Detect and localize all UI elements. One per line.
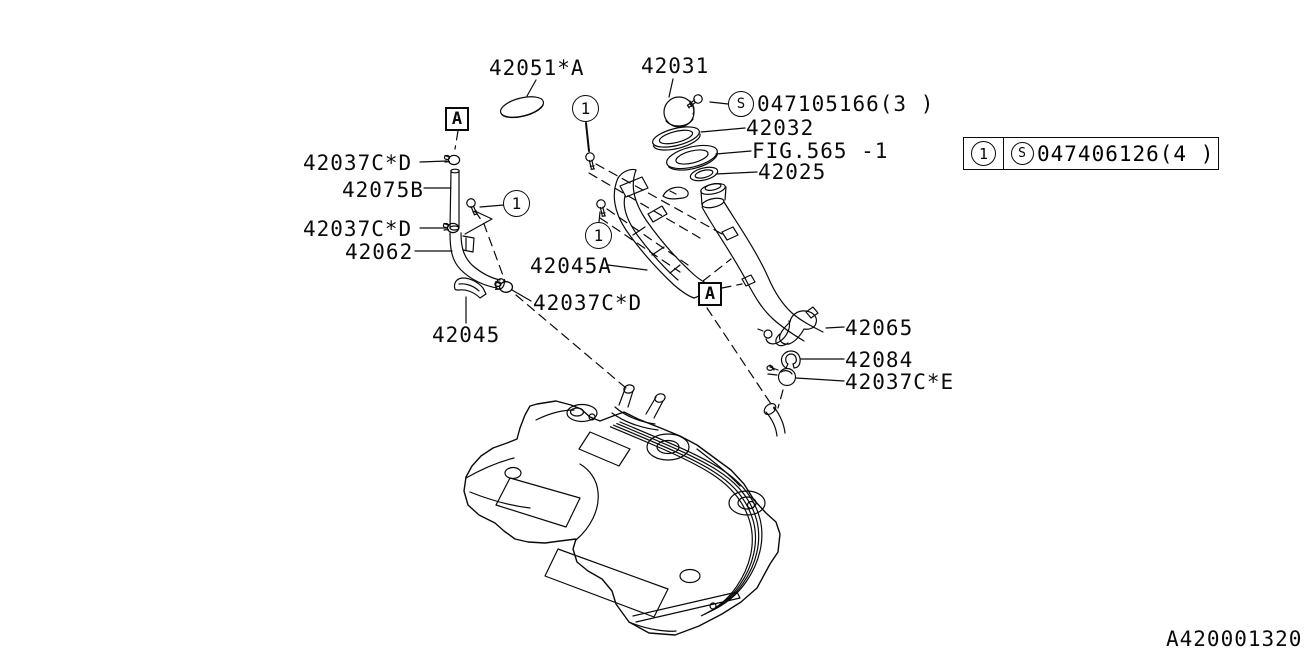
part-cap-42051a	[499, 96, 545, 119]
part-gasket-42025	[689, 166, 719, 182]
ref-box-a-2: A	[698, 282, 722, 306]
part-ring-fig565-1	[666, 144, 718, 171]
part-label-42032: 42032	[746, 116, 815, 140]
legend-box: 1 S 047406126(4 )	[963, 137, 1219, 170]
part-label-42062: 42062	[345, 240, 414, 264]
part-label-42037cd-3: 42037C*D	[533, 291, 643, 315]
part-label-42037cd-2: 42037C*D	[303, 217, 413, 241]
part-clip-small	[662, 186, 689, 200]
ref-circle-1-mid: 1	[585, 222, 612, 249]
dashed-reference-lines	[454, 130, 784, 411]
part-clamp-42037cd-3	[494, 281, 514, 293]
part-fuel-tank	[463, 384, 786, 636]
legend-ref-cell: 1	[964, 138, 1004, 169]
part-hose-42062	[449, 232, 505, 290]
ref-circle-1-top: 1	[572, 95, 599, 122]
part-label-42037cd-1: 42037C*D	[303, 151, 413, 175]
part-label-42045: 42045	[432, 323, 501, 347]
part-label-42045a: 42045A	[530, 254, 612, 278]
leader-lines	[414, 78, 845, 382]
part-protector-42045	[453, 277, 487, 299]
part-hose-42065	[775, 306, 819, 347]
legend-s-symbol: S	[1011, 142, 1034, 165]
part-clamp-42037cd-1	[443, 154, 461, 166]
part-label-047105166: 047105166(3 )	[757, 92, 935, 116]
part-filler-cap-42031	[663, 96, 695, 128]
part-tank-vent-pipes	[611, 384, 666, 431]
screw-symbol-s: S	[728, 91, 754, 117]
part-label-figure-code: A420001320	[1166, 627, 1303, 651]
part-gasket-42032	[652, 126, 701, 151]
part-label-42037ce: 42037C*E	[845, 370, 955, 394]
part-tank-filler-inlet	[763, 402, 786, 437]
ref-box-a-1: A	[445, 107, 469, 131]
ref-circle-1-left: 1	[503, 190, 530, 217]
part-label-42031: 42031	[641, 54, 710, 78]
part-grommet-42084	[780, 350, 801, 369]
part-screw-1-mid	[591, 197, 613, 223]
part-label-42065: 42065	[845, 316, 914, 340]
part-label-42025: 42025	[758, 160, 827, 184]
part-tube-42075b	[449, 168, 460, 231]
part-label-fig565-1: FIG.565 -1	[752, 139, 889, 163]
part-label-42075b: 42075B	[342, 178, 424, 202]
legend-part-cell: S 047406126(4 )	[1004, 138, 1218, 169]
legend-part-number: 047406126(4 )	[1037, 141, 1215, 166]
part-label-42084: 42084	[845, 348, 914, 372]
part-filler-pipe	[700, 183, 824, 345]
part-clamp-42037ce	[766, 364, 797, 387]
legend-circle-1-marker: 1	[971, 141, 996, 166]
part-screw-1-top	[580, 122, 602, 172]
part-label-42051a: 42051*A	[489, 56, 585, 80]
